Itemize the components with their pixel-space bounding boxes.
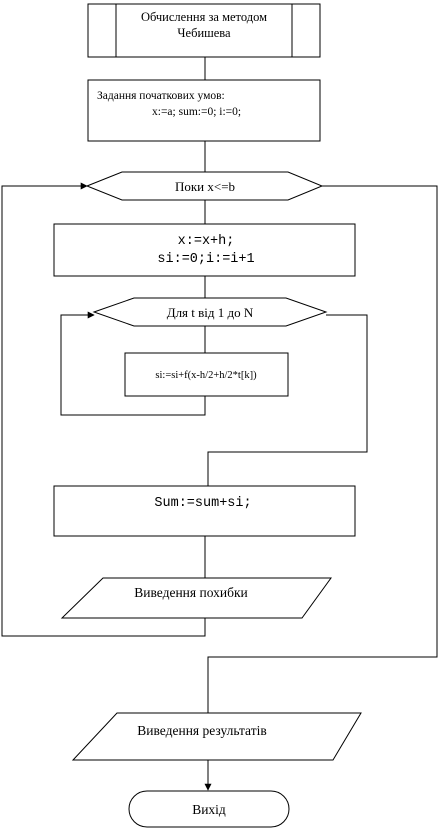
- step-block-line2: si:=0;i:=i+1: [157, 252, 254, 267]
- step-block-line1: x:=x+h;: [178, 234, 235, 249]
- for-loop-label: Для t від 1 до N: [167, 305, 254, 320]
- start-block-line2: Чебишева: [177, 26, 231, 40]
- accumulate-block-label: Sum:=sum+si;: [154, 496, 251, 511]
- error-output-label: Виведення похибки: [134, 585, 248, 600]
- end-terminator: [128, 790, 290, 828]
- connectors: [1, 57, 438, 791]
- while-loop-hexagon: [85, 171, 324, 201]
- sum-inner-block: si:=si+f(x-h/2+h/2*t[k]): [124, 352, 289, 397]
- while-loop-exit-edge: [207, 185, 438, 713]
- while-loop: Поки x<=b: [85, 171, 324, 201]
- error-output: Виведення похибки: [60, 577, 332, 619]
- start-block-frame: [87, 3, 321, 58]
- start-block-line1: Обчислення за методом: [141, 10, 267, 24]
- accumulate-block: Sum:=sum+si;: [53, 485, 356, 537]
- result-output-label: Виведення результатів: [137, 723, 266, 738]
- for-loop: Для t від 1 до N: [92, 297, 328, 327]
- result-output: Виведення результатів: [71, 712, 362, 761]
- init-block-line2: x:=a; sum:=0; i:=0;: [152, 106, 241, 118]
- sum-inner-block-label: si:=si+f(x-h/2+h/2*t[k]): [155, 370, 257, 381]
- init-block-frame: [87, 79, 321, 142]
- sum-inner-block-frame: [124, 352, 289, 397]
- while-loop-label: Поки x<=b: [175, 179, 235, 194]
- start-block: Обчислення за методом Чебишева: [87, 3, 321, 58]
- step-block-frame: [53, 223, 356, 277]
- result-output-parallelogram: [71, 712, 362, 761]
- init-block-line1: Задання початкових умов:: [97, 90, 225, 102]
- for-loop-back-edge: [60, 311, 206, 416]
- while-loop-back-edge: [1, 182, 206, 637]
- end-block: Вихід: [128, 790, 290, 828]
- init-block: Задання початкових умов: x:=a; sum:=0; i…: [87, 79, 321, 142]
- end-block-label: Вихід: [192, 802, 226, 817]
- error-output-parallelogram: [60, 577, 332, 619]
- for-loop-exit-edge: [207, 314, 368, 486]
- step-block: x:=x+h; si:=0;i:=i+1: [53, 223, 356, 277]
- accumulate-block-frame: [53, 485, 356, 537]
- for-loop-hexagon: [92, 297, 328, 327]
